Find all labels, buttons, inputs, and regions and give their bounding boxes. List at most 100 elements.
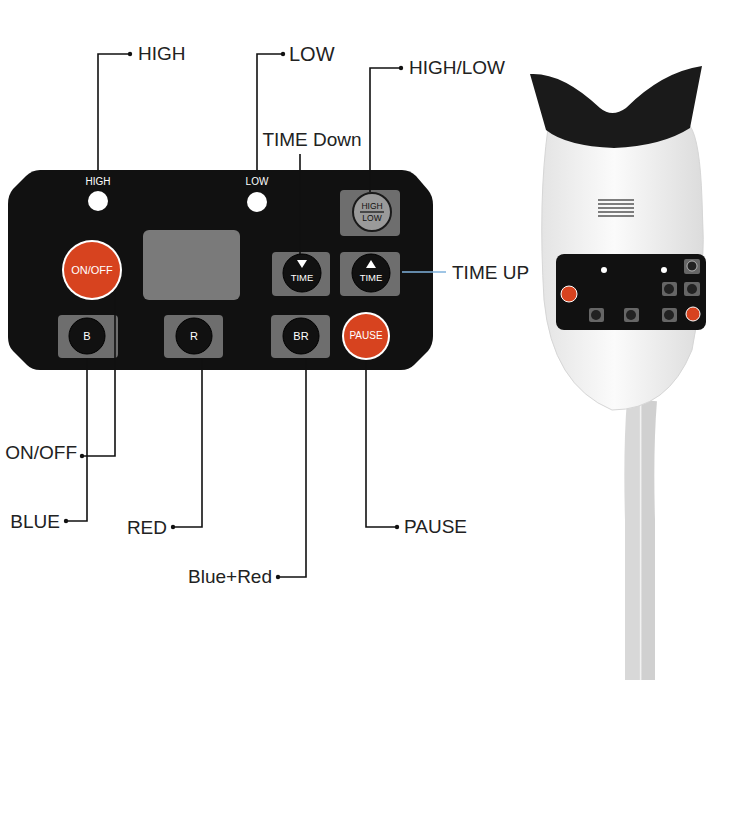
led-light [88, 191, 108, 211]
mouthpiece [530, 66, 702, 148]
panel-button: PAUSE [341, 311, 391, 361]
vent-slot [598, 215, 634, 217]
callout-label: TIME Down [262, 129, 361, 151]
button-label: TIME [291, 273, 314, 283]
button-face [283, 318, 319, 354]
button-label: B [83, 331, 90, 342]
button-face [283, 254, 321, 292]
button-label: PAUSE [349, 331, 382, 341]
button-face [352, 254, 390, 292]
led-label: HIGH [86, 177, 111, 187]
leader-line [402, 271, 446, 273]
button-base [58, 315, 118, 358]
button-face [176, 318, 212, 354]
indicator-led: LOW [235, 177, 279, 214]
led-label: LOW [246, 177, 269, 187]
button-label: BR [293, 331, 308, 342]
mini-button [561, 286, 577, 302]
leader-line [173, 358, 202, 527]
leader-dot [171, 525, 175, 529]
panel-button: BR [280, 315, 322, 357]
mini-button [664, 310, 674, 320]
mini-button [684, 259, 700, 274]
callout-label: TIME UP [452, 262, 529, 284]
mini-button [687, 284, 697, 294]
mini-led [661, 267, 667, 273]
leader-line [299, 154, 301, 254]
leader-line [98, 54, 130, 172]
time-button: TIME [280, 251, 324, 295]
panel-button: ON/OFF [61, 239, 123, 301]
leader-dot [276, 575, 280, 579]
button-label: TIME [360, 273, 383, 283]
arrow-symbol [366, 260, 376, 268]
control-panel [8, 170, 433, 370]
divider-line [360, 211, 384, 212]
mini-button [662, 282, 677, 296]
vent-slot [598, 207, 634, 209]
callout-label: BLUE [10, 511, 60, 533]
vent-slot [598, 203, 634, 205]
vent-grille [598, 200, 634, 216]
callout-label: LOW [289, 43, 335, 66]
mini-button [626, 310, 636, 320]
button-ring [62, 240, 122, 300]
button-base [340, 190, 400, 236]
mini-button [686, 307, 700, 321]
leader-dot [395, 525, 399, 529]
leader-line [257, 54, 283, 172]
leader-dots [64, 52, 403, 579]
leader-dot [80, 454, 84, 458]
display-screen [143, 230, 240, 300]
button-shape [350, 190, 394, 234]
vent-slot [598, 211, 634, 213]
leader-line [278, 358, 306, 577]
led-light [247, 192, 267, 212]
time-button: TIME [349, 251, 393, 295]
arrow-symbol [297, 260, 307, 268]
leader-dot [64, 519, 68, 523]
leader-line [366, 358, 397, 527]
leader-line [370, 68, 401, 192]
mini-led [601, 267, 607, 273]
mini-button [589, 308, 604, 322]
leader-dot [128, 52, 132, 56]
mini-button [684, 282, 700, 296]
mini-button [591, 310, 601, 320]
button-face [64, 242, 120, 298]
mini-button [662, 308, 677, 322]
mini-button [687, 261, 697, 271]
button-face [353, 193, 391, 231]
leader-line [66, 358, 87, 521]
callout-label: HIGH/LOW [409, 57, 505, 79]
panel-button: B [66, 315, 108, 357]
button-label: R [190, 331, 198, 342]
callout-label: PAUSE [404, 516, 467, 538]
button-base [272, 252, 330, 296]
callout-label: RED [127, 517, 167, 539]
mini-button [664, 284, 674, 294]
callout-label: HIGH [138, 43, 186, 65]
mode-button: HIGH LOW [350, 190, 394, 234]
indicator-led: HIGH [76, 177, 120, 213]
button-base [340, 252, 400, 296]
vent-slot [598, 199, 634, 201]
leader-dot [281, 52, 285, 56]
callout-label: ON/OFF [5, 442, 77, 464]
button-label: ON/OFF [71, 265, 113, 276]
button-label: LOW [362, 214, 381, 223]
button-ring [342, 312, 390, 360]
button-base [271, 315, 330, 358]
callout-label: Blue+Red [188, 566, 272, 588]
lamp-arm [639, 400, 642, 680]
leader-lines [66, 54, 401, 577]
button-face [344, 314, 388, 358]
button-face [69, 318, 105, 354]
mini-button [624, 308, 639, 322]
button-label: HIGH [361, 202, 382, 211]
panel-button: R [173, 315, 215, 357]
button-base [164, 315, 223, 358]
mini-panel [556, 254, 706, 330]
